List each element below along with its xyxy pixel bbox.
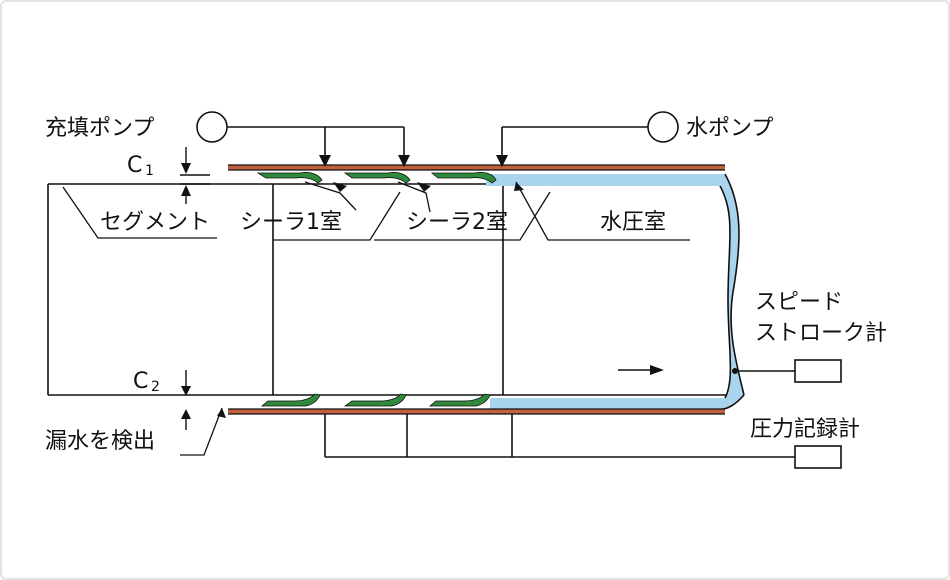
leak-detection-label: 漏水を検出 <box>45 429 155 454</box>
water-pump-piping <box>501 111 679 163</box>
c1-subscript: 1 <box>145 163 154 179</box>
c2-subscript: 2 <box>151 379 160 395</box>
filling-pump-label: 充填ポンプ <box>45 116 154 141</box>
pressure-recorder-piping <box>324 414 842 469</box>
tail-seals-bottom <box>260 393 491 407</box>
pressure-recorder-label: 圧力記録計 <box>750 417 860 442</box>
water-pump-arrow <box>496 155 508 167</box>
c1-label: C <box>127 153 142 178</box>
stroke-gauge <box>735 359 842 383</box>
c2-label: C <box>133 369 148 394</box>
sealer-chamber-1-label: シーラ1室 <box>240 210 342 235</box>
pressure-recorder-box <box>794 445 842 469</box>
skin-plate-top <box>228 164 725 171</box>
filling-pump-piping <box>196 111 405 163</box>
filling-pump-arrows <box>319 155 410 167</box>
water-pump-symbol <box>647 111 679 143</box>
advance-direction-arrow <box>618 365 664 375</box>
skin-plate-bottom <box>228 408 725 415</box>
speed-stroke-gauge-label-2: ストローク計 <box>755 321 887 346</box>
leader-lines <box>62 181 690 456</box>
filling-pump-symbol <box>196 111 228 143</box>
speed-stroke-gauge-label-1: スピード <box>755 290 843 315</box>
stroke-gauge-box <box>794 359 842 383</box>
water-pressure-chamber-label: 水圧室 <box>600 210 666 235</box>
tail-seals-top <box>256 172 497 184</box>
sealer-chamber-2-label: シーラ2室 <box>406 210 508 235</box>
stroke-gauge-contact-dot <box>732 368 738 374</box>
segment-label: セグメント <box>100 210 210 235</box>
water-pump-label: 水ポンプ <box>686 116 773 141</box>
